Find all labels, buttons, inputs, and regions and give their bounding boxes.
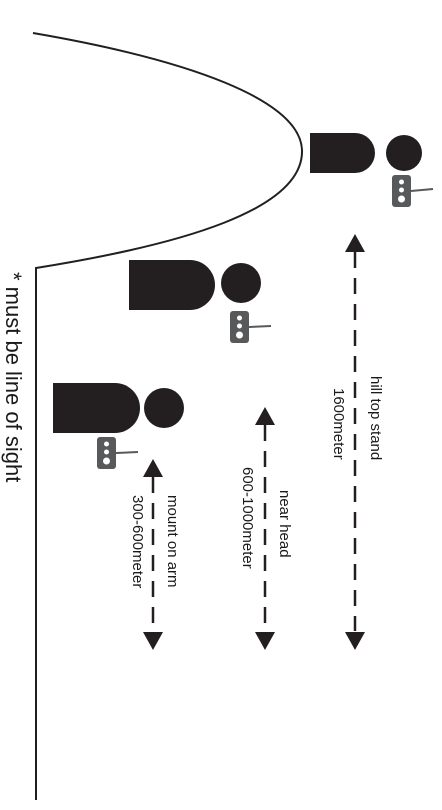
arrow-up-icon [255, 407, 275, 425]
transmitter-device-icon [230, 311, 272, 343]
figure-hilltop [310, 133, 434, 207]
arrow-down-icon [345, 632, 365, 650]
person-head-icon [221, 263, 261, 303]
figure-arm [53, 383, 184, 469]
range-arrow-hilltop [345, 234, 365, 650]
range-distance-arm: 300-600meter [129, 495, 146, 588]
range-distance-hilltop: 1600meter [330, 388, 347, 460]
person-body-icon [129, 260, 215, 310]
range-title-arm: mount on arm [164, 495, 181, 588]
arrow-up-icon [143, 459, 163, 477]
person-head-icon [386, 135, 422, 171]
range-arrow-arm [143, 459, 163, 650]
person-body-icon [53, 383, 140, 433]
footnote: * must be line of sight [1, 272, 26, 482]
person-head-icon [144, 388, 184, 428]
person-body-icon [310, 133, 375, 173]
range-title-hilltop: hill top stand [367, 376, 384, 460]
transmitter-device-icon [392, 175, 434, 207]
figure-nearhead [129, 260, 272, 343]
arrow-down-icon [255, 632, 275, 650]
range-arrow-nearhead [255, 407, 275, 650]
arrow-up-icon [345, 234, 365, 252]
terrain-line [32, 32, 304, 800]
range-distance-nearhead: 600-1000meter [239, 467, 256, 569]
arrow-down-icon [143, 632, 163, 650]
transmitter-device-icon [97, 437, 139, 469]
range-title-nearhead: near head [276, 490, 293, 558]
